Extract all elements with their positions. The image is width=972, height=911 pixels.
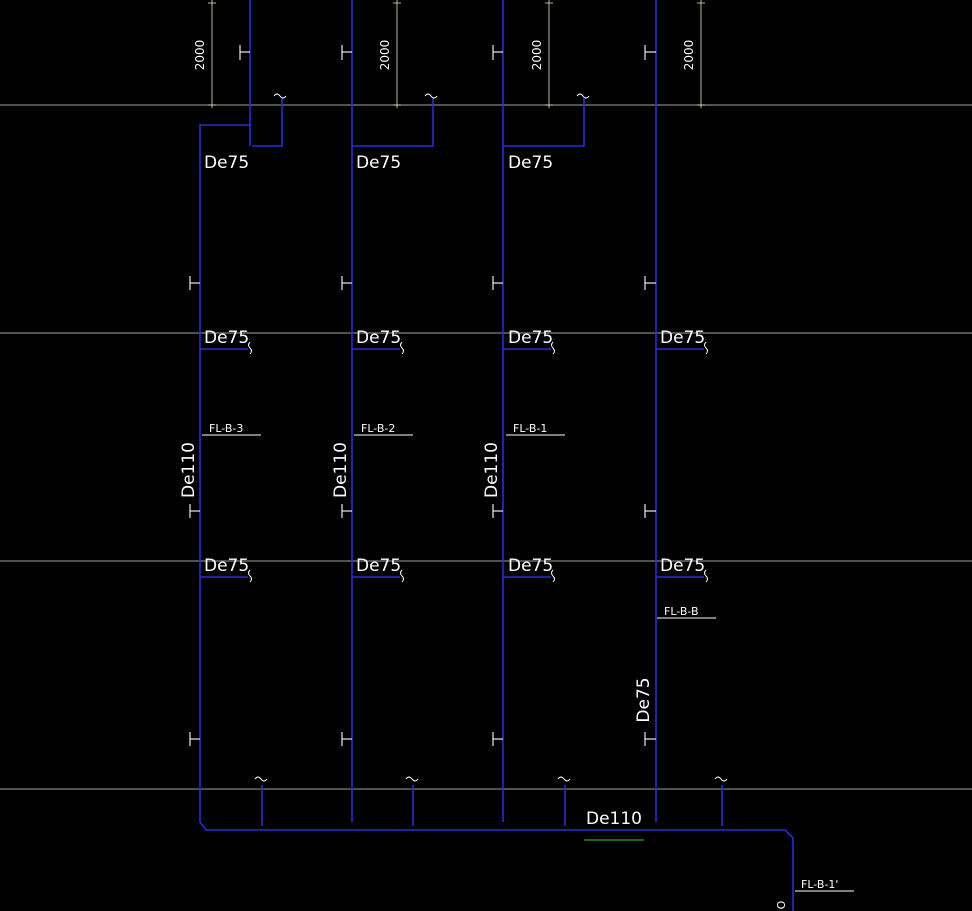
cleanout-symbols — [189, 45, 656, 746]
vent-branch-top-3 — [503, 98, 585, 147]
branch-label-l3-4: De75 — [660, 328, 705, 348]
dimension-text: 2000 — [530, 40, 544, 71]
stack-tags: FL-B-3 FL-B-2 FL-B-1 FL-B-B FL-B-1' — [202, 422, 854, 892]
branch-label-l2-3: De75 — [508, 556, 553, 576]
riser-labels: De110 De110 De110 De75 — [179, 442, 654, 723]
branch-label-l3-3: De75 — [508, 328, 553, 348]
branch-label-l2-2: De75 — [356, 556, 401, 576]
branch-label-roof-1: De75 — [204, 153, 249, 173]
stack-tag-fl-b-1: FL-B-1 — [513, 422, 547, 435]
dimension-text: 2000 — [193, 40, 207, 71]
dimension-text: 2000 — [378, 40, 392, 71]
floor-lines — [0, 104, 972, 790]
vent-branch-top-2 — [352, 98, 434, 147]
dimension-group-1: 2000 — [193, 0, 216, 108]
dimension-group-2: 2000 — [378, 0, 401, 108]
branch-label-roof-3: De75 — [508, 153, 553, 173]
dimension-group-4: 2000 — [682, 0, 705, 108]
stack-tag-fl-b-1-prime: FL-B-1' — [801, 878, 838, 891]
vent-branch-top-1 — [252, 98, 283, 147]
branch-label-l2-1: De75 — [204, 556, 249, 576]
trap-symbols — [248, 93, 728, 782]
riser-label-fl-b-1: De110 — [482, 442, 502, 498]
riser-pipes — [199, 0, 723, 826]
dimension-text: 2000 — [682, 40, 696, 71]
branch-label-l3-2: De75 — [356, 328, 401, 348]
riser-label-fl-b-b: De75 — [634, 677, 654, 722]
riser-label-fl-b-3: De110 — [179, 442, 199, 498]
branch-labels: De75 De75 De75 De75 De75 De75 De75 De75 … — [204, 153, 705, 576]
branch-label-roof-2: De75 — [356, 153, 401, 173]
branch-label-l2-4: De75 — [660, 556, 705, 576]
stack-tag-fl-b-3: FL-B-3 — [209, 422, 243, 435]
branch-label-l3-1: De75 — [204, 328, 249, 348]
riser-label-fl-b-2: De110 — [331, 442, 351, 498]
stack-tag-fl-b-b: FL-B-B — [664, 605, 699, 618]
main-pipe-label: De110 — [586, 809, 642, 829]
stack-tag-fl-b-2: FL-B-2 — [361, 422, 395, 435]
outlet-symbol: O — [775, 900, 788, 909]
dimension-group-3: 2000 — [530, 0, 553, 108]
main-collector-pipe — [199, 821, 794, 911]
riser-pipe-fl-b-3 — [199, 0, 251, 822]
